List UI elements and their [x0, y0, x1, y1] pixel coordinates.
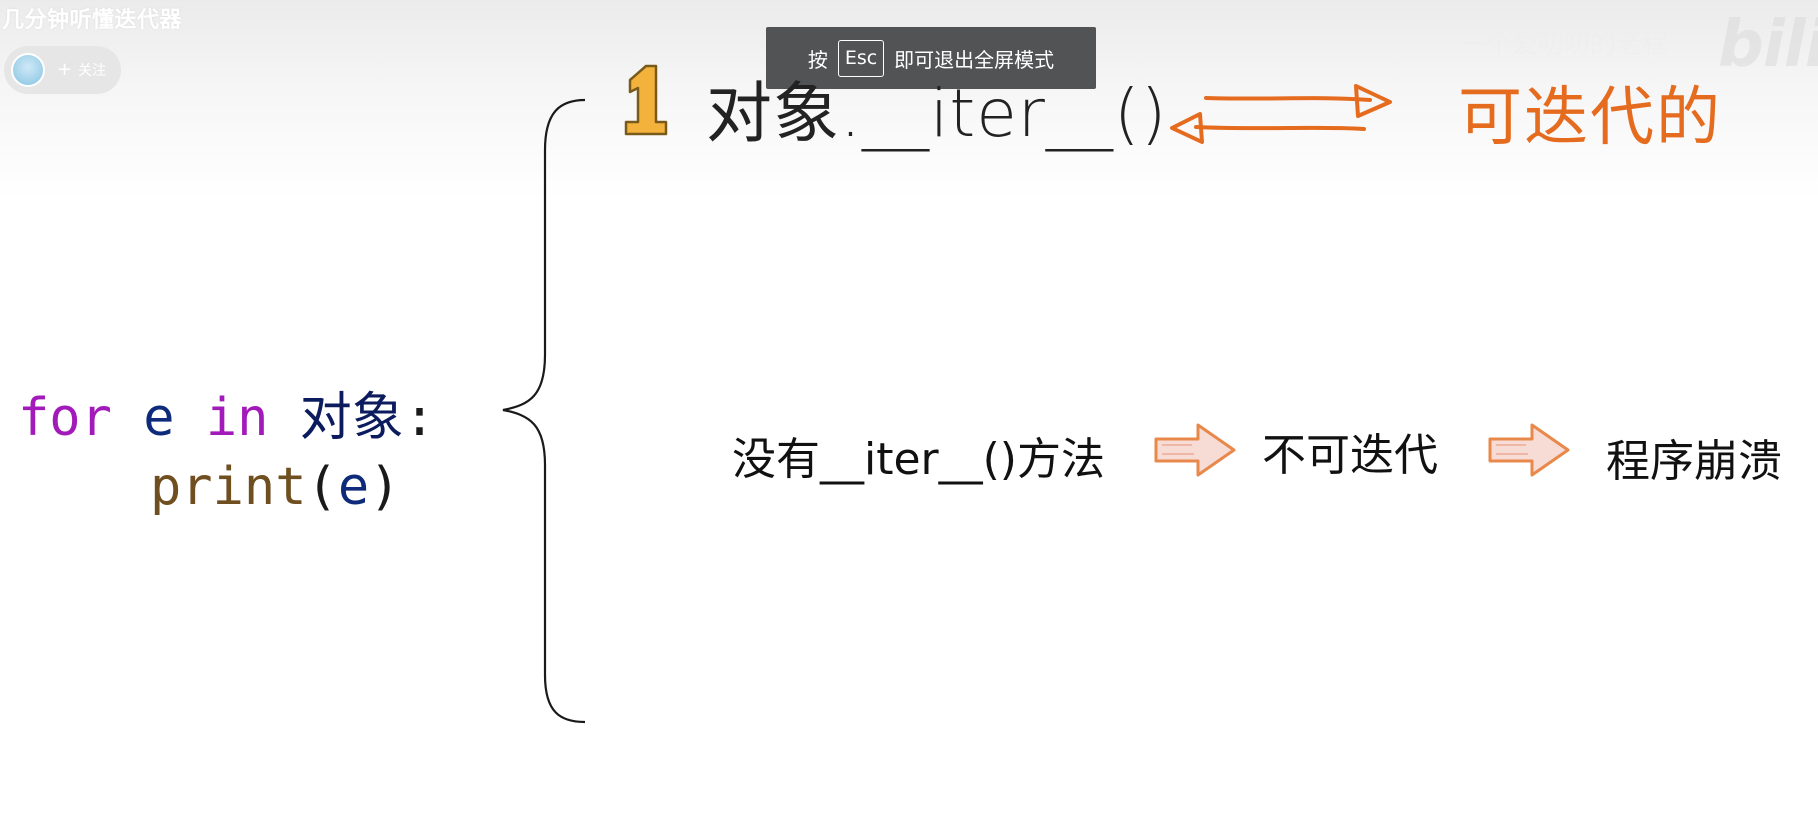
esc-key-badge: Esc: [837, 39, 885, 77]
code-for-line: for e in 对象:: [18, 375, 435, 450]
code-object: 对象: [299, 388, 404, 448]
code-open-paren: (: [306, 457, 338, 517]
uploader-follow-pill[interactable]: + 关注: [4, 46, 121, 94]
follow-label: 关注: [78, 63, 107, 79]
not-iterable-text: 不可迭代: [1262, 430, 1438, 481]
code-close-paren: ): [369, 457, 401, 517]
double-arrow-icon: [1170, 84, 1392, 144]
step-number-text: 1: [616, 60, 617, 61]
video-title: 几分钟听懂迭代器: [2, 8, 183, 33]
code-in-keyword: in: [205, 388, 269, 448]
code-print-fn: print: [150, 457, 307, 517]
bilibili-logo: bilib: [1718, 8, 1818, 82]
code-print-line: print(e): [150, 457, 400, 517]
toast-suffix: 即可退出全屏模式: [894, 47, 1055, 72]
plus-icon: +: [57, 59, 73, 80]
exit-fullscreen-toast: 按 Esc 即可退出全屏模式: [766, 27, 1096, 89]
code-colon: :: [403, 388, 436, 448]
code-print-arg: e: [337, 457, 370, 517]
code-loop-var: e: [143, 388, 175, 448]
right-arrow-icon: [1154, 423, 1236, 477]
follow-button[interactable]: + 关注: [57, 60, 106, 80]
no-iter-method-text: 没有__iter__()方法: [732, 434, 1105, 485]
step-number-badge: 1: [616, 60, 668, 136]
object-iter-expression: 对象.__iter__(): [706, 75, 1168, 152]
code-for-keyword: for: [18, 388, 112, 448]
toast-prefix: 按: [807, 47, 828, 72]
iterable-label: 可迭代的: [1458, 81, 1722, 155]
program-crash-text: 程序崩溃: [1606, 436, 1782, 487]
watermark-text: 一个爱叨叨的老程: [1460, 30, 1669, 60]
uploader-avatar[interactable]: [11, 53, 45, 87]
right-arrow-icon: [1488, 423, 1570, 477]
